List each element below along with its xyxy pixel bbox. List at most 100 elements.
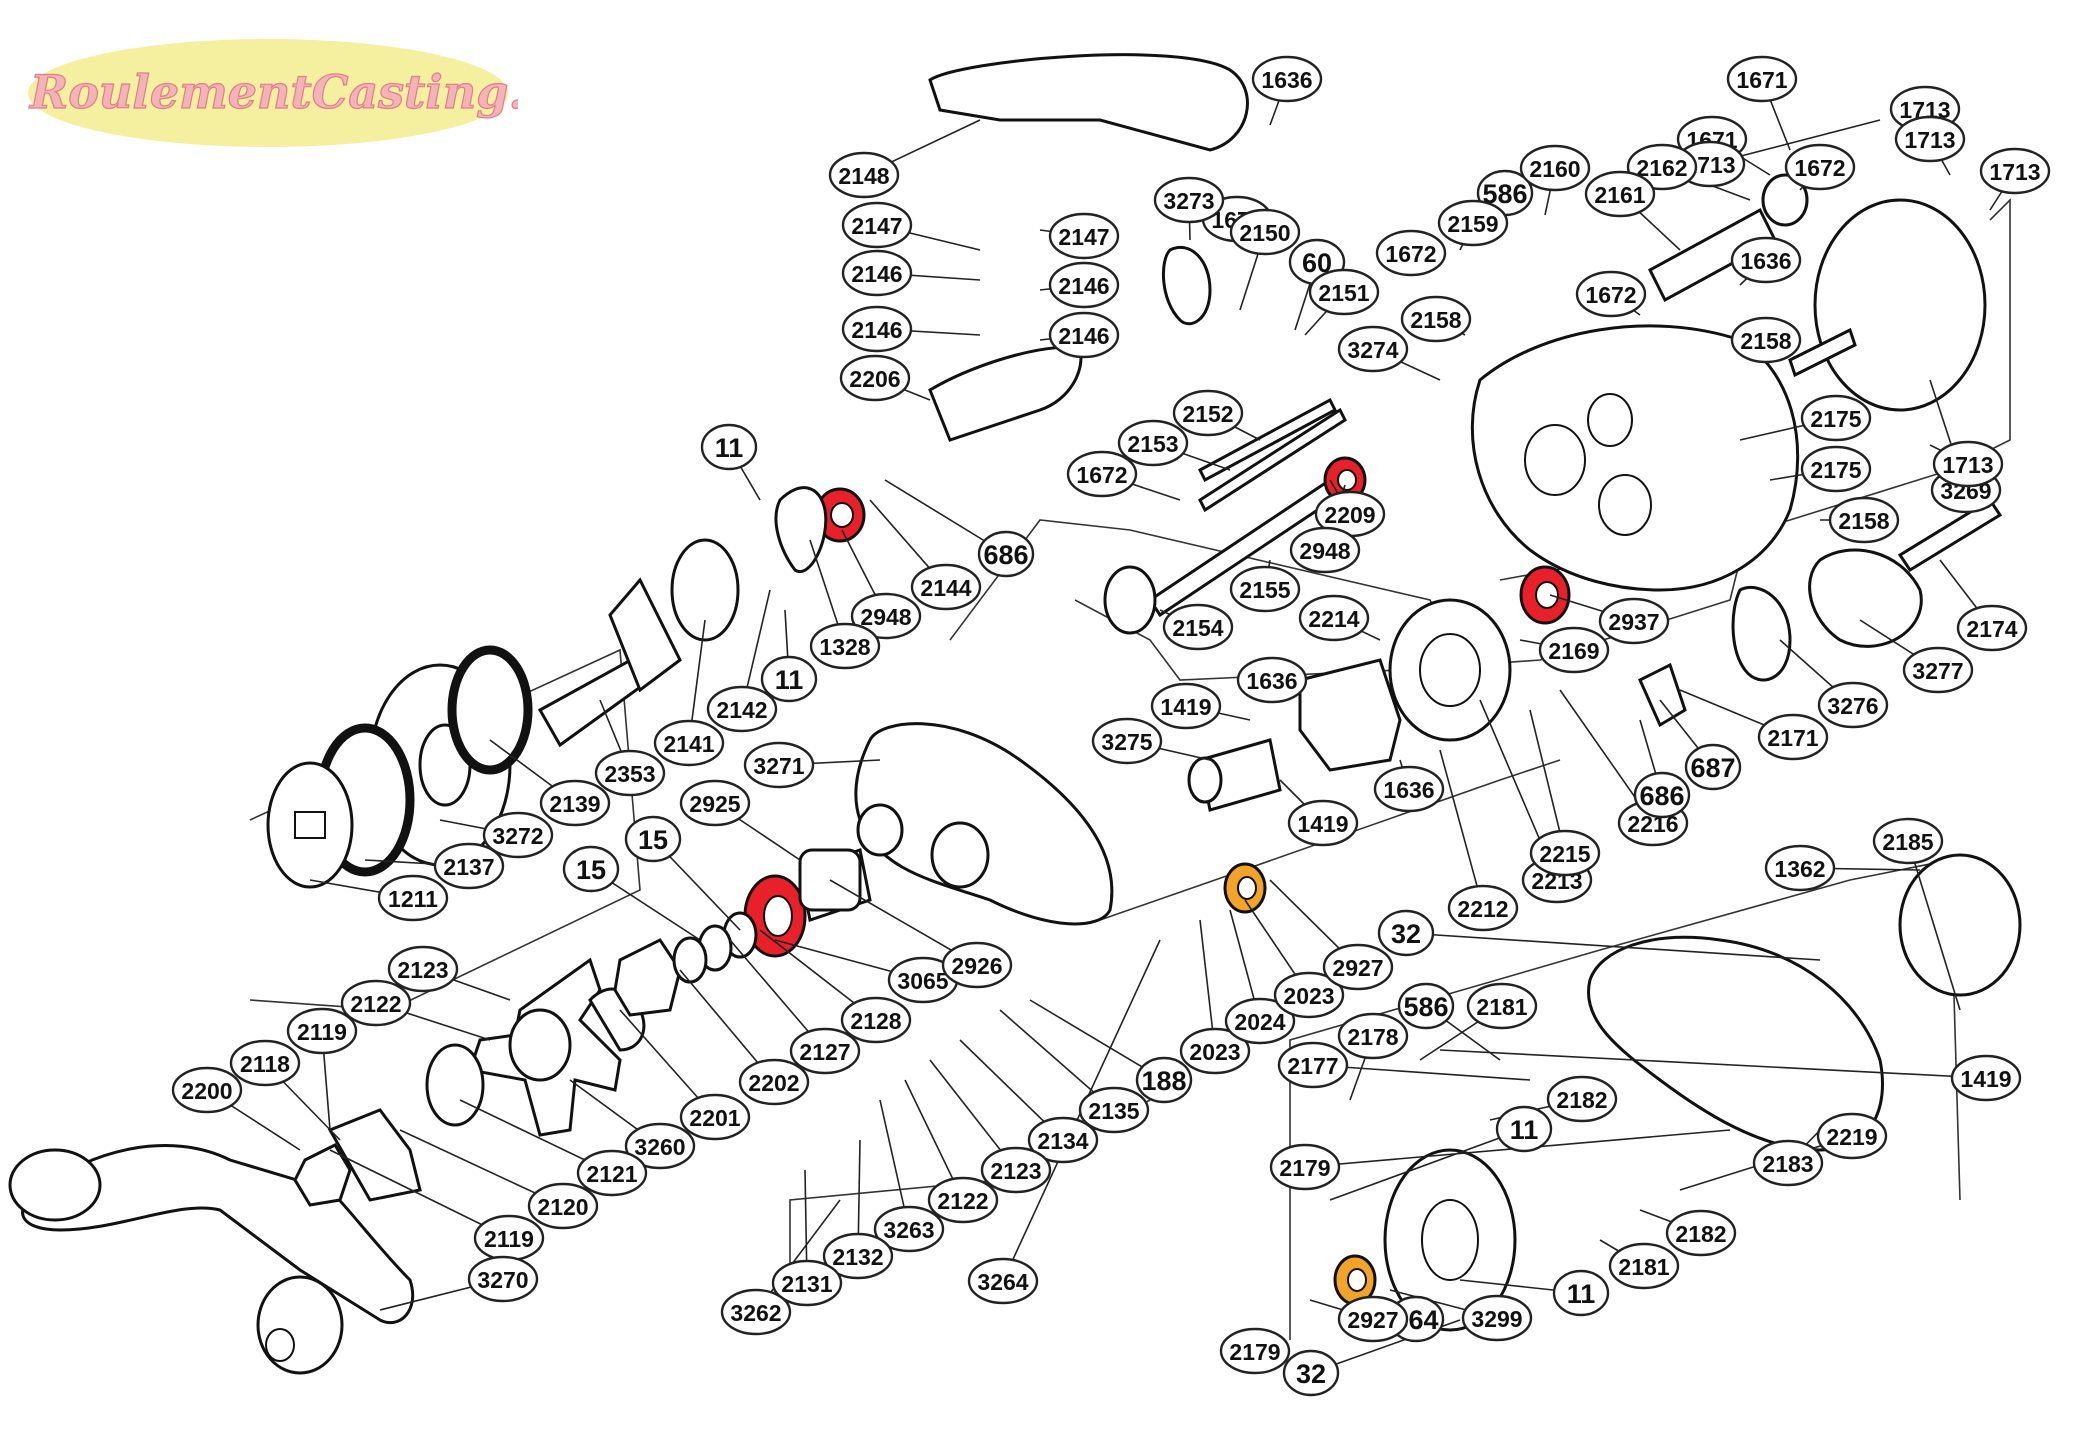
part-label-text: 2152 bbox=[1182, 401, 1233, 427]
part-label-text: 2122 bbox=[350, 991, 401, 1017]
part-label: 15 bbox=[624, 815, 682, 863]
part-label-text: 3276 bbox=[1827, 693, 1878, 719]
part-label-bubble bbox=[1665, 1209, 1737, 1257]
part-label: 32 bbox=[1282, 1349, 1340, 1397]
part-label-text: 2155 bbox=[1239, 577, 1290, 603]
part-label-text: 2147 bbox=[1058, 224, 1109, 250]
part-label: 2152 bbox=[1172, 389, 1244, 437]
part-label: 2120 bbox=[527, 1182, 599, 1230]
spring-2206 bbox=[928, 345, 1083, 442]
part-label: 2181 bbox=[1608, 1242, 1680, 1290]
part-label: 15 bbox=[562, 845, 620, 893]
part-label-text: 15 bbox=[576, 855, 606, 885]
part-label: 1636 bbox=[1730, 236, 1802, 284]
part-label: 2141 bbox=[653, 719, 725, 767]
bearing-upper-left-inner bbox=[830, 502, 854, 528]
part-label-text: 2142 bbox=[716, 697, 767, 723]
part-label-bubble bbox=[1337, 325, 1409, 373]
leader-line bbox=[1907, 840, 1961, 1011]
part-label: 2119 bbox=[286, 1007, 358, 1055]
part-label: 2182 bbox=[1665, 1209, 1737, 1257]
part-label-bubble bbox=[720, 1288, 792, 1336]
handle-plate bbox=[327, 1108, 422, 1202]
part-label-text: 1419 bbox=[1160, 694, 1211, 720]
part-label-bubble bbox=[1437, 199, 1509, 247]
part-label-bubble bbox=[594, 749, 666, 797]
part-label: 2154 bbox=[1162, 603, 1234, 651]
part-label-bubble bbox=[1078, 1086, 1150, 1134]
part-label: 11 bbox=[1495, 1105, 1553, 1153]
part-label: 2146 bbox=[1048, 261, 1120, 309]
pinion-gear-3275 bbox=[1187, 756, 1223, 804]
part-label-bubble bbox=[841, 201, 913, 249]
part-label-text: 3271 bbox=[753, 753, 804, 779]
part-label-bubble bbox=[1584, 170, 1656, 218]
part-label-text: 2169 bbox=[1548, 638, 1599, 664]
handle-knob-bottom bbox=[256, 1275, 344, 1375]
part-label-text: 2118 bbox=[240, 1051, 290, 1077]
part-label: 2174 bbox=[1956, 604, 2028, 652]
part-label-bubble bbox=[743, 741, 815, 789]
part-label-text: 2119 bbox=[484, 1226, 534, 1252]
part-label-bubble bbox=[1726, 55, 1798, 103]
part-label-bubble bbox=[1495, 1105, 1553, 1153]
clicker-washer-3 bbox=[672, 936, 708, 984]
part-label-bubble bbox=[1091, 717, 1163, 765]
part-label: 11 bbox=[1552, 1269, 1610, 1317]
part-label-bubble bbox=[1529, 829, 1601, 877]
part-label-bubble bbox=[1337, 1295, 1409, 1343]
part-label: 2158 bbox=[1730, 316, 1802, 364]
part-label-bubble bbox=[1519, 144, 1591, 192]
part-label: 1672 bbox=[1575, 270, 1647, 318]
part-label-bubble bbox=[1066, 450, 1138, 498]
part-label-bubble bbox=[840, 996, 912, 1044]
part-label-bubble bbox=[1048, 311, 1120, 359]
part-label-bubble bbox=[1322, 943, 1394, 991]
part-number-labels: 1636167216711671167217131713171317132148… bbox=[171, 55, 2051, 1397]
part-label-bubble bbox=[1289, 526, 1361, 574]
part-label-bubble bbox=[482, 811, 554, 859]
part-label: 2148 bbox=[828, 151, 900, 199]
part-label: 1672 bbox=[1066, 450, 1138, 498]
part-label-text: 3273 bbox=[1163, 188, 1214, 214]
part-label-bubble bbox=[841, 305, 913, 353]
part-label-text: 3270 bbox=[477, 1267, 528, 1293]
part-label-text: 2160 bbox=[1529, 156, 1580, 182]
part-label: 3274 bbox=[1337, 325, 1409, 373]
part-label: 1636 bbox=[1236, 656, 1308, 704]
part-label-text: 2948 bbox=[860, 604, 911, 630]
part-label: 2150 bbox=[1229, 208, 1301, 256]
part-label-text: 2120 bbox=[537, 1194, 588, 1220]
part-3273 bbox=[1161, 246, 1212, 326]
part-label-text: 2146 bbox=[851, 261, 902, 287]
part-label: 2175 bbox=[1800, 394, 1872, 442]
drag-washer-black-2 bbox=[447, 645, 533, 775]
anti-reverse bbox=[608, 577, 682, 693]
part-label: 2214 bbox=[1298, 594, 1370, 642]
part-label-bubble bbox=[387, 945, 459, 993]
part-label-bubble bbox=[706, 685, 778, 733]
part-label-bubble bbox=[980, 1146, 1052, 1194]
part-label: 2183 bbox=[1752, 1139, 1824, 1187]
part-label: 11 bbox=[760, 655, 818, 703]
part-label-bubble bbox=[1400, 295, 1472, 343]
part-label: 2139 bbox=[539, 779, 611, 827]
part-label-text: 1636 bbox=[1383, 777, 1434, 803]
part-label-text: 2179 bbox=[1229, 1339, 1280, 1365]
clutch-yoke bbox=[1298, 658, 1402, 772]
part-label-bubble bbox=[1461, 1294, 1533, 1342]
part-label-bubble bbox=[1684, 743, 1742, 791]
part-label-text: 2128 bbox=[850, 1008, 901, 1034]
part-label-bubble bbox=[1373, 765, 1445, 813]
part-label-text: 2182 bbox=[1556, 1087, 1607, 1113]
part-label: 2132 bbox=[822, 1232, 894, 1280]
part-label-text: 1636 bbox=[1740, 248, 1791, 274]
part-label-text: 1362 bbox=[1774, 856, 1825, 882]
part-label-text: 2159 bbox=[1447, 211, 1498, 237]
part-label-text: 1211 bbox=[388, 886, 438, 912]
part-label-bubble bbox=[1764, 844, 1836, 892]
part-label-text: 2135 bbox=[1088, 1098, 1139, 1124]
part-label-bubble bbox=[789, 1027, 861, 1075]
part-label: 2134 bbox=[1027, 1116, 1099, 1164]
part-label-bubble bbox=[1048, 261, 1120, 309]
